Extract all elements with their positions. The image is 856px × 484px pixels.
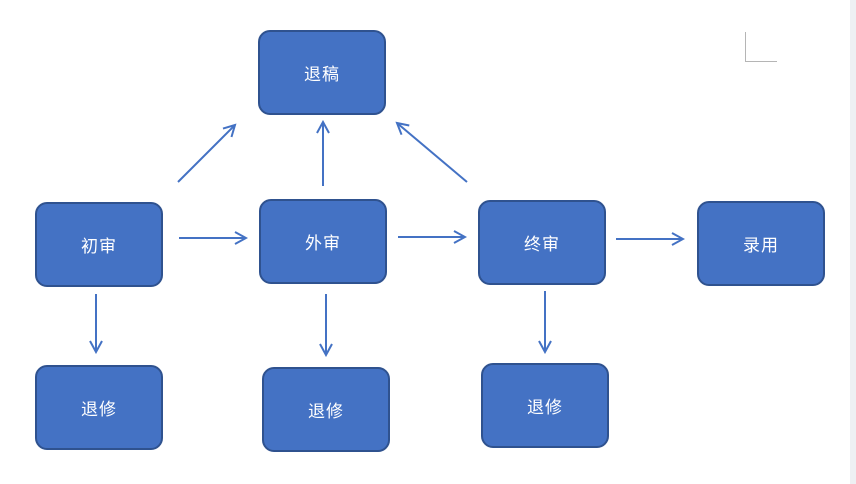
node-initial-review: 初审: [35, 202, 163, 287]
node-revise-initial: 退修: [35, 365, 163, 450]
arrow-initial-to-retract: [177, 125, 235, 183]
node-revise-final: 退修: [481, 363, 609, 448]
node-final-review: 终审: [478, 200, 606, 285]
node-retract: 退稿: [258, 30, 386, 115]
page-edge: [850, 0, 856, 484]
node-accept: 录用: [697, 201, 825, 286]
corner-crop-mark: [745, 32, 777, 62]
arrow-final-to-retract: [397, 123, 468, 183]
node-external-review: 外审: [259, 199, 387, 284]
node-revise-external: 退修: [262, 367, 390, 452]
